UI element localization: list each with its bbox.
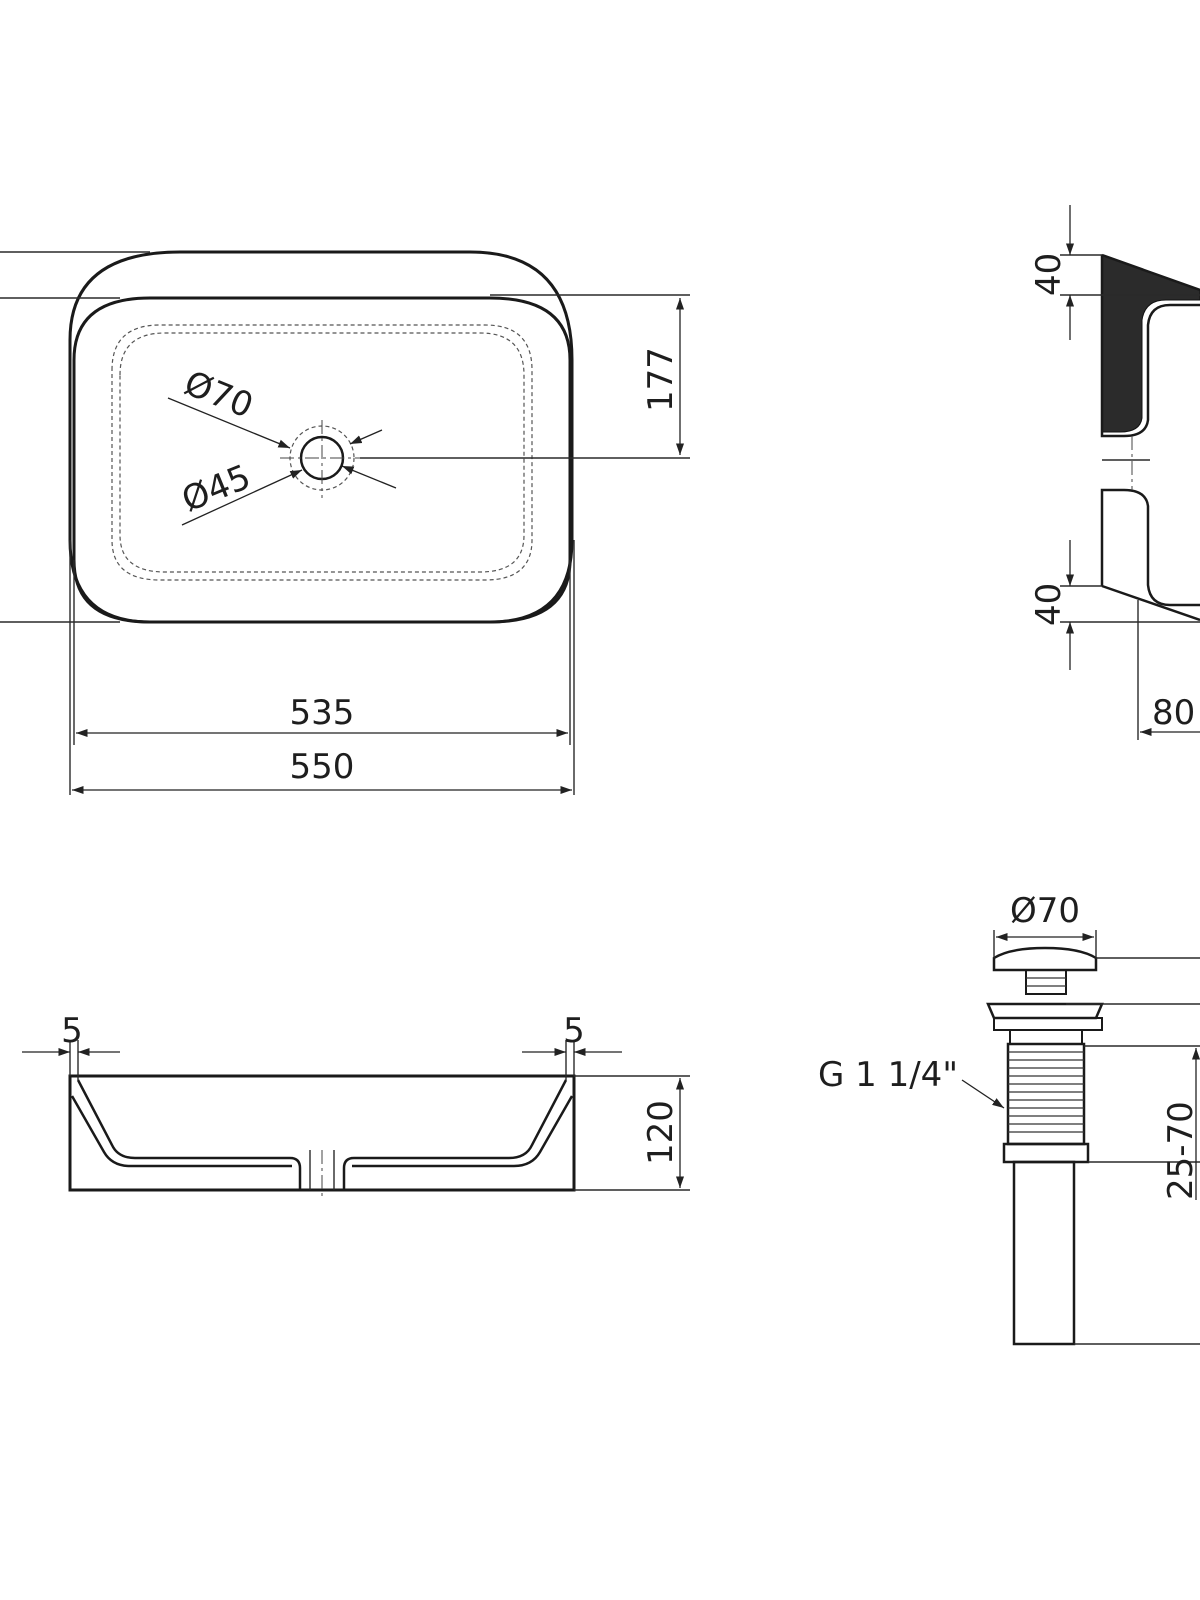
rim-depth-label: 80	[1152, 693, 1195, 733]
basin-inner-outline	[72, 296, 572, 624]
cap-diameter-label: Ø70	[1010, 891, 1080, 931]
front-profile-inner-left	[76, 1079, 302, 1190]
front-profile-inner-right	[342, 1079, 568, 1190]
leader-d70-right	[349, 429, 383, 445]
drain-inner-label: Ø45	[176, 457, 256, 520]
leader-d45	[181, 469, 303, 526]
half-depth-label: 177	[641, 347, 681, 412]
drain-lock-nut	[1002, 1142, 1090, 1164]
thread-leader	[961, 1079, 1005, 1109]
top-view: Ø70 Ø45 177 535 550	[0, 250, 690, 795]
side-section-upper	[1101, 254, 1200, 433]
drain-threads	[1008, 1051, 1084, 1133]
outer-width-label: 550	[290, 747, 355, 787]
bowl-inner-outline-2	[119, 332, 525, 573]
inner-width-label: 535	[290, 693, 355, 733]
front-profile-inner-left-2	[70, 1095, 292, 1168]
side-view: 40 40 80	[1029, 205, 1200, 740]
drain-stem	[1025, 969, 1067, 995]
thread-label: G 1 1/4"	[818, 1055, 958, 1095]
front-profile-inner-right-2	[352, 1095, 574, 1168]
front-profile-outer	[68, 1074, 576, 1192]
leader-d45-right	[341, 465, 397, 489]
front-view: 5 5 120	[22, 1011, 690, 1196]
drain-outer-label: Ø70	[179, 363, 259, 426]
side-profile-lower	[1100, 488, 1200, 622]
right-wall-label: 5	[563, 1011, 585, 1051]
drain-cap	[992, 946, 1098, 972]
leader-d70	[167, 397, 291, 449]
drain-tail-pipe	[1012, 1160, 1076, 1346]
drain-thread-body	[1006, 1042, 1086, 1146]
top-rim-label: 40	[1029, 253, 1069, 296]
side-profile-upper	[1100, 253, 1200, 438]
bottom-rim-label: 40	[1029, 583, 1069, 626]
left-wall-label: 5	[61, 1011, 83, 1051]
height-label: 120	[641, 1100, 681, 1165]
drain-flange-lower	[993, 1017, 1103, 1031]
range-label: 25-70	[1161, 1101, 1200, 1200]
drain-nut	[1009, 1029, 1083, 1045]
drain-detail: Ø70 G 1 1/4" 25-70	[818, 891, 1200, 1346]
drain-flange	[986, 1002, 1104, 1020]
bowl-inner-outline	[111, 324, 533, 581]
